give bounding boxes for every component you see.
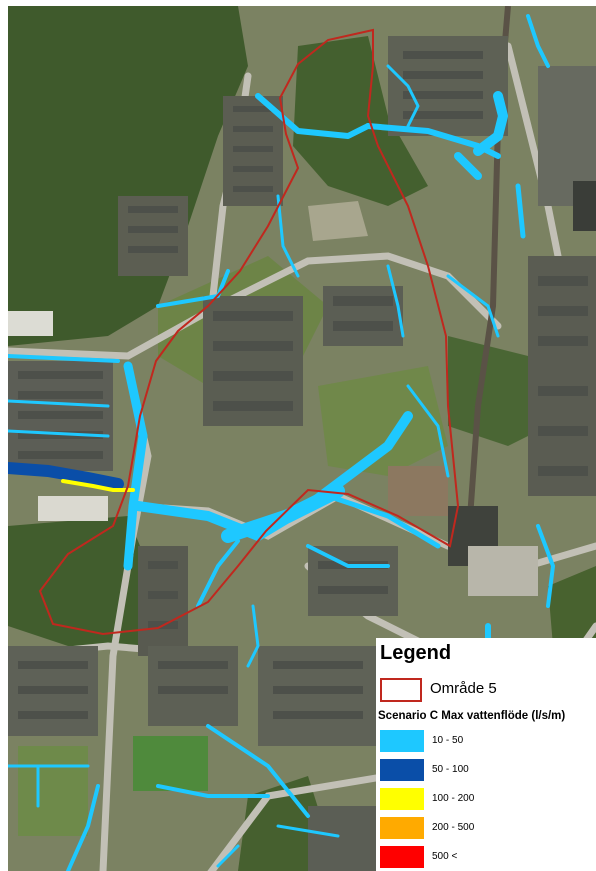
forest-southwest <box>8 516 148 646</box>
legend-class-swatch <box>380 846 424 868</box>
legend-class-row: 10 - 50 <box>380 730 590 754</box>
area-outline-swatch <box>380 678 422 702</box>
buildings <box>8 36 596 871</box>
forest-northwest <box>8 6 248 346</box>
forest-north-center <box>293 36 428 206</box>
legend-class-swatch <box>380 759 424 781</box>
map-canvas <box>8 6 596 871</box>
legend-class-label: 200 - 500 <box>432 822 475 833</box>
flow-low <box>8 14 555 871</box>
legend-class-row: 500 < <box>380 846 590 870</box>
flow-mid <box>8 462 124 490</box>
legend-title: Legend <box>380 642 452 664</box>
legend-subtitle: Scenario C Max vattenflöde (l/s/m) <box>378 710 566 722</box>
legend-class-label: 100 - 200 <box>432 793 475 804</box>
area-5-outline[interactable] <box>38 28 460 636</box>
legend-class-row: 50 - 100 <box>380 759 590 783</box>
area-label: Område 5 <box>430 680 497 697</box>
legend-class-swatch <box>380 788 424 810</box>
aerial-map[interactable] <box>8 6 596 871</box>
legend-class-swatch <box>380 817 424 839</box>
forest-east <box>448 336 548 446</box>
map-legend: Legend Område 5 Scenario C Max vattenflö… <box>376 638 596 871</box>
flow-high <box>61 479 135 492</box>
legend-class-label: 500 < <box>432 851 458 862</box>
legend-class-row: 100 - 200 <box>380 788 590 812</box>
forest-southeast <box>548 566 596 646</box>
lawn-southwest <box>18 746 88 836</box>
open-plaza <box>308 201 368 241</box>
legend-class-row: 200 - 500 <box>380 817 590 841</box>
legend-class-label: 10 - 50 <box>432 735 464 746</box>
sports-field <box>133 736 208 791</box>
legend-class-swatch <box>380 730 424 752</box>
legend-class-label: 50 - 100 <box>432 764 469 775</box>
